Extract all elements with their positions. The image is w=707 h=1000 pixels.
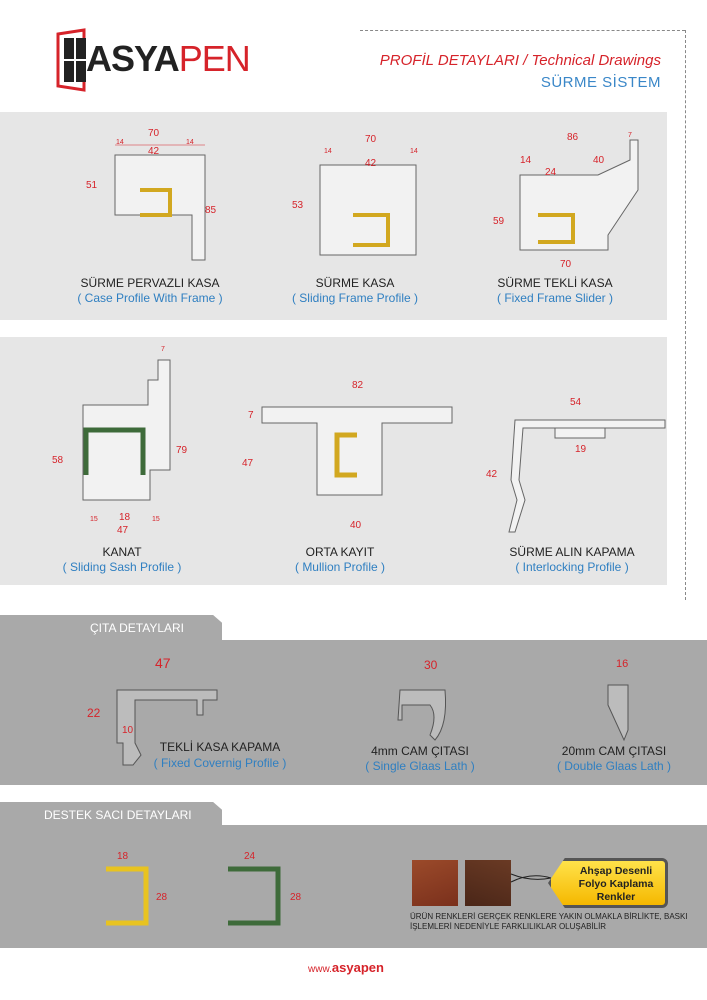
- logo-icon: [56, 28, 86, 92]
- wood-swatch-dark: [465, 860, 511, 906]
- profile-name: KANAT: [102, 545, 142, 559]
- profile-drawing-double-lath: [607, 684, 629, 742]
- profile-drawing-sliding-frame: [319, 164, 417, 256]
- profile-name-en: ( Sliding Sash Profile ): [62, 560, 182, 574]
- profile-name: ORTA KAYIT: [305, 545, 375, 559]
- profile-drawing-sash: [82, 359, 171, 501]
- profile-name-en: ( Interlocking Profile ): [515, 560, 629, 574]
- steel-profile-green: [228, 866, 281, 926]
- page-title: PROFİL DETAYLARI / Technical Drawings: [379, 52, 661, 69]
- profile-name-en: ( Fixed Covernig Profile ): [153, 756, 287, 770]
- profile-name: SÜRME ALIN KAPAMA: [509, 545, 635, 559]
- tag-string-icon: [510, 873, 552, 883]
- profile-drawing-fixed-frame: [519, 139, 639, 251]
- profile-name: SÜRME PERVAZLI KASA: [80, 276, 220, 290]
- divider: [685, 30, 686, 600]
- profile-name-en: ( Single Glaas Lath ): [365, 759, 475, 773]
- profile-drawing-single-lath: [397, 689, 446, 741]
- wood-swatch-light: [412, 860, 458, 906]
- color-disclaimer: ÜRÜN RENKLERİ GERÇEK RENKLERE YAKIN OLMA…: [410, 912, 688, 931]
- profile-name: SÜRME TEKLİ KASA: [497, 276, 613, 290]
- profile-name: TEKLİ KASA KAPAMA: [159, 740, 281, 754]
- profile-drawing-case-frame: [114, 144, 206, 261]
- profile-drawing-interlocking: [508, 419, 666, 533]
- brand-logo: ASYAPEN: [86, 38, 251, 79]
- profile-name: 4mm CAM ÇITASI: [371, 744, 469, 758]
- profile-name-en: ( Fixed Frame Slider ): [496, 291, 614, 305]
- steel-profile-yellow: [106, 866, 149, 926]
- divider: [360, 30, 685, 31]
- section-tab-cita: ÇITA DETAYLARI: [0, 615, 222, 641]
- page-subtitle: SÜRME SİSTEM: [540, 74, 661, 91]
- profile-name-en: ( Mullion Profile ): [294, 560, 386, 574]
- footer-website[interactable]: www.asyapen: [308, 960, 384, 975]
- profile-name-en: ( Double Glaas Lath ): [556, 759, 672, 773]
- profile-name: 20mm CAM ÇITASI: [561, 744, 667, 758]
- profile-name-en: ( Sliding Frame Profile ): [291, 291, 419, 305]
- profile-name: SÜRME KASA: [315, 276, 395, 290]
- section-tab-destek: DESTEK SACI DETAYLARI: [0, 802, 222, 828]
- profile-drawing-mullion: [261, 406, 453, 496]
- profile-name-en: ( Case Profile With Frame ): [77, 291, 223, 305]
- profile-drawing-covering: [116, 689, 218, 766]
